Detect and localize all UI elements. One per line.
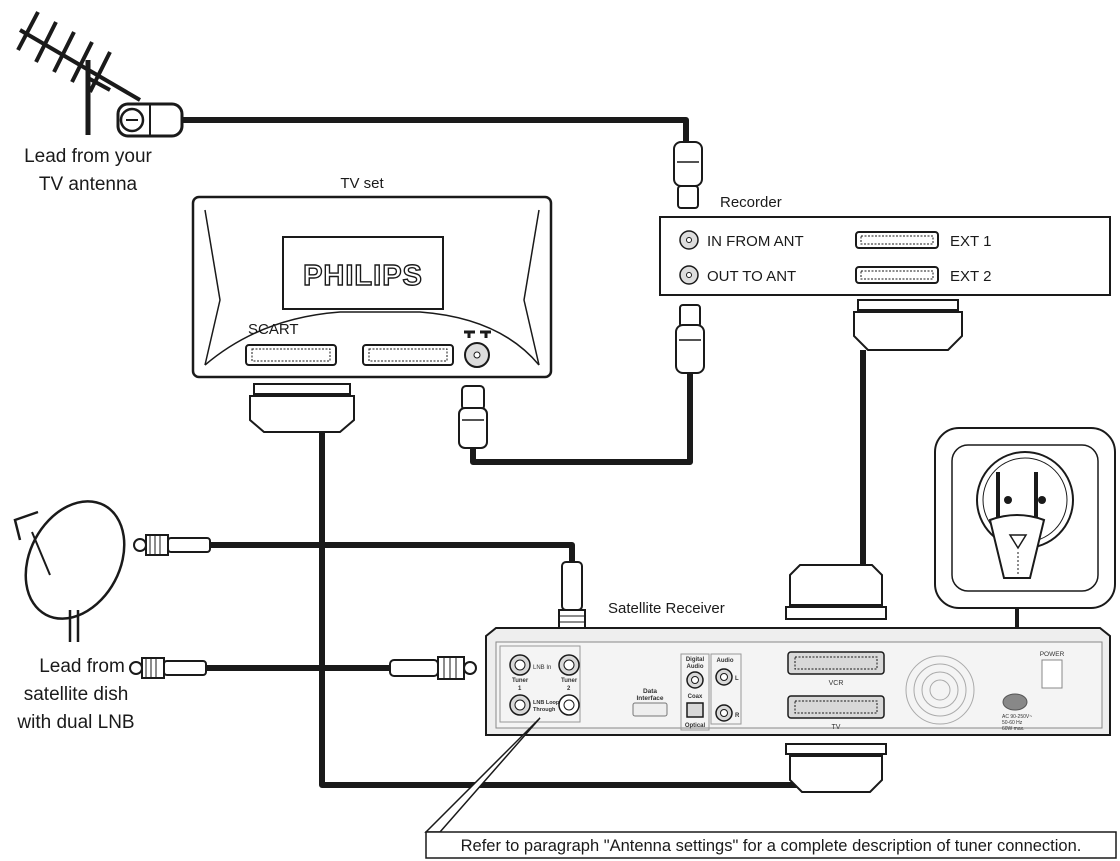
lnb-in-label: LNB In bbox=[533, 665, 551, 671]
tv-coax-plug bbox=[458, 385, 488, 449]
satellite-dish-icon bbox=[13, 500, 126, 642]
tuner2-number: 2 bbox=[567, 686, 571, 692]
tuner1-port bbox=[509, 654, 531, 676]
fan-grille bbox=[905, 655, 975, 725]
tv-set-label: TV set bbox=[340, 175, 384, 192]
tv-brand-logo: PHILIPS bbox=[303, 260, 423, 292]
loop-label-2: Through bbox=[533, 707, 556, 713]
power-label: POWER bbox=[1040, 651, 1065, 658]
interface-label: Interface bbox=[636, 695, 663, 702]
loop-through-port-2 bbox=[558, 694, 580, 716]
recorder-label: Recorder bbox=[720, 194, 782, 211]
rating-line-2: 50-60 Hz bbox=[1002, 720, 1023, 726]
data-interface-port bbox=[632, 702, 668, 717]
receiver-scart-plug-top bbox=[785, 564, 887, 620]
power-inlet bbox=[1002, 693, 1028, 711]
tuner1-number: 1 bbox=[518, 686, 522, 692]
out-to-ant-label: OUT TO ANT bbox=[707, 268, 796, 285]
in-from-ant-socket bbox=[679, 230, 699, 250]
antenna-cable bbox=[180, 117, 689, 142]
audio-label: Audio bbox=[717, 658, 734, 664]
ext2-label: EXT 2 bbox=[950, 268, 991, 285]
loop-through-port-1 bbox=[509, 694, 531, 716]
power-switch bbox=[1041, 659, 1063, 689]
recorder-to-tv-cable bbox=[470, 372, 693, 465]
dish-label-line3: with dual LNB bbox=[16, 712, 134, 733]
audio-r-label: R bbox=[735, 713, 740, 719]
recorder-scart-plug bbox=[853, 299, 963, 351]
dish-label-line1: Lead from bbox=[39, 656, 125, 677]
receiver-tv-scart bbox=[787, 695, 885, 719]
data-label: Data bbox=[643, 688, 657, 695]
coax-port bbox=[686, 671, 704, 689]
in-from-ant-label: IN FROM ANT bbox=[707, 233, 804, 250]
rating-line-1: AC 90-250V~ bbox=[1002, 714, 1032, 720]
tuner1-label: Tuner bbox=[512, 678, 529, 684]
recorder: IN FROM ANT OUT TO ANT EXT 1 EXT 2 bbox=[659, 216, 1111, 296]
note-box bbox=[425, 831, 1117, 859]
tv-label: TV bbox=[832, 724, 841, 731]
antenna-label-line1: Lead from your bbox=[24, 146, 152, 167]
ext1-label: EXT 1 bbox=[950, 233, 991, 250]
recorder-top-plug bbox=[673, 141, 703, 209]
tv-scart-plug bbox=[249, 383, 355, 433]
coax-label: Coax bbox=[688, 694, 703, 700]
power-plug bbox=[988, 472, 1046, 579]
tuner2-port bbox=[558, 654, 580, 676]
tv-antenna-icon bbox=[16, 11, 142, 135]
dish-connector-2 bbox=[129, 657, 207, 679]
dish-label-line2: satellite dish bbox=[24, 684, 129, 705]
loop-label: LNB Loop bbox=[533, 700, 560, 706]
receiver-vcr-scart bbox=[787, 651, 885, 675]
satellite-receiver: LNB In Tuner 1 Tuner 2 LNB Loop Through … bbox=[485, 627, 1111, 736]
tv-scart-port-2 bbox=[362, 344, 454, 366]
tv-scart-label: SCART bbox=[248, 321, 299, 338]
ext1-scart-port bbox=[855, 231, 939, 249]
optical-port bbox=[686, 702, 704, 718]
tv-set: PHILIPS SCART bbox=[191, 195, 553, 379]
tv-scart-cable bbox=[319, 432, 800, 788]
note-text: Refer to paragraph "Antenna settings" fo… bbox=[461, 837, 1082, 855]
callout-pointer bbox=[424, 717, 541, 833]
receiver-scart-plug-bottom bbox=[785, 743, 887, 793]
ext2-scart-port bbox=[855, 266, 939, 284]
recorder-out-plug bbox=[675, 304, 705, 374]
audio-r-port bbox=[715, 704, 733, 722]
optical-label: Optical bbox=[685, 723, 706, 729]
dish-connector-1 bbox=[133, 534, 211, 556]
out-to-ant-socket bbox=[679, 265, 699, 285]
cables bbox=[180, 117, 1019, 788]
receiver-label: Satellite Receiver bbox=[608, 600, 725, 617]
audio-l-port bbox=[715, 668, 733, 686]
digital-audio-label: Digital bbox=[686, 657, 705, 663]
tuner2-label: Tuner bbox=[561, 678, 578, 684]
dish-cable-1 bbox=[210, 542, 575, 565]
digital-audio-label-2: Audio bbox=[687, 664, 704, 670]
vcr-label: VCR bbox=[829, 680, 844, 687]
tv-scart-port-1 bbox=[245, 344, 337, 366]
tv-antenna-socket bbox=[464, 330, 491, 368]
receiver-input-connector-2 bbox=[389, 656, 477, 680]
antenna-label-line2: TV antenna bbox=[39, 174, 138, 195]
rating-line-3: 60W max. bbox=[1002, 726, 1025, 732]
audio-l-label: L bbox=[735, 676, 739, 682]
antenna-plug bbox=[116, 102, 184, 138]
